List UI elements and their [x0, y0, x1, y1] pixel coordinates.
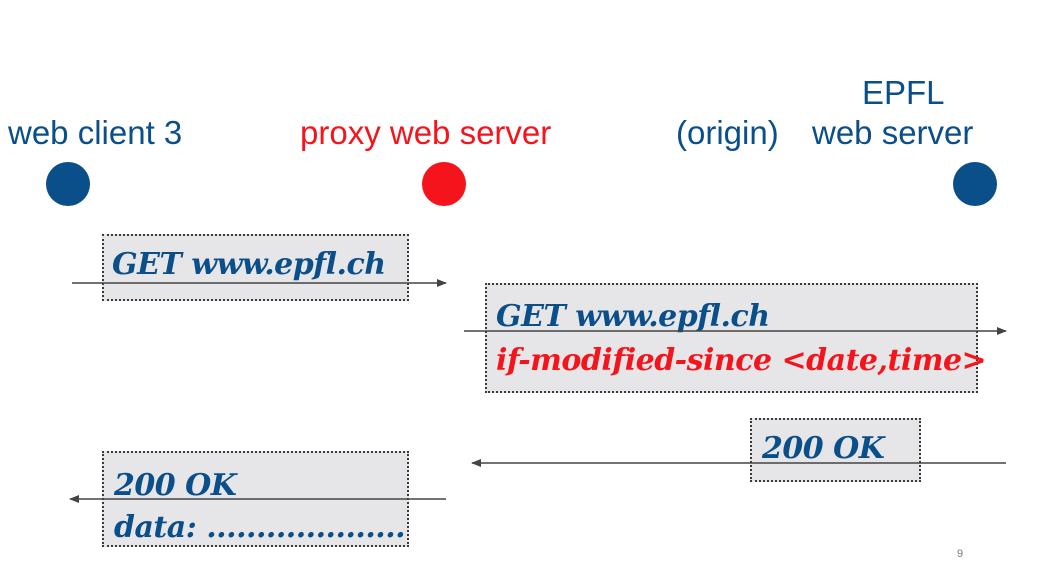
origin-response-line1: 200 OK [762, 431, 885, 466]
proxy-request-line1: GET www.epfl.ch [496, 299, 770, 334]
proxy-response-line1: 200 OK [114, 468, 237, 503]
client-request-box [102, 234, 409, 301]
origin-name-line1: EPFL [862, 74, 945, 111]
origin-response-box [750, 418, 921, 482]
client-node [46, 162, 90, 206]
client-label: web client 3 [8, 114, 183, 151]
proxy-label: proxy web server [300, 114, 552, 151]
proxy-request-box [485, 283, 978, 393]
proxy-node [422, 162, 466, 206]
client-request-line1: GET www.epfl.ch [112, 247, 386, 282]
origin-name-line2: web server [812, 114, 974, 151]
origin-tag: (origin) [676, 114, 779, 151]
page-number: 9 [957, 548, 964, 560]
proxy-request-line2: if-modified-since <date,time> [496, 343, 987, 378]
origin-node [953, 162, 997, 206]
proxy-response-line2: data: .................... [114, 510, 406, 545]
